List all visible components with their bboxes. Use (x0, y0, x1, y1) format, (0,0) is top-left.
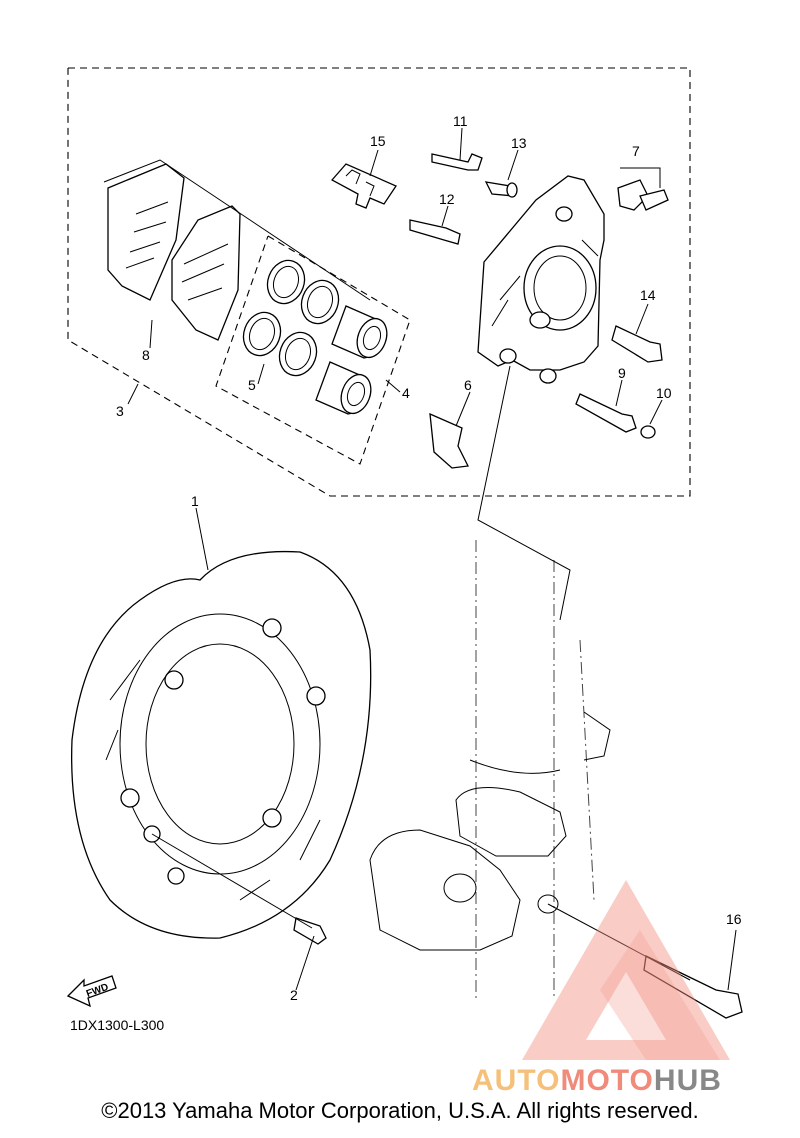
callouts: 1 2 3 4 5 6 7 8 9 10 11 12 13 14 15 16 (116, 113, 742, 1003)
fwd-arrow-icon: FWD (66, 975, 117, 1008)
pad-pin (431, 153, 483, 171)
front-fork (369, 540, 611, 1000)
svg-text:AUTOMOTOHUB: AUTOMOTOHUB (472, 1064, 722, 1097)
piston-seals (242, 259, 340, 377)
callout-16: 16 (726, 911, 742, 927)
automotohub-watermark-text: AUTOMOTOHUB (472, 1064, 722, 1097)
pistons (315, 305, 388, 415)
seal-kit-boundary (215, 235, 411, 465)
callout-4: 4 (402, 385, 410, 401)
caliper-assembly-boundary (67, 67, 691, 497)
brake-pad-kit (103, 159, 371, 341)
brake-hose-fitting-7 (617, 179, 669, 211)
clip-6 (429, 412, 469, 469)
pad-spring (330, 163, 397, 209)
pad-pin-plug (484, 181, 518, 198)
callout-7: 7 (632, 143, 640, 159)
watermark-auto: AUTO (472, 1064, 560, 1097)
callout-6: 6 (464, 377, 472, 393)
callout-8: 8 (142, 347, 150, 363)
bolt-9 (575, 393, 637, 433)
copyright-notice: ©2013 Yamaha Motor Corporation, U.S.A. A… (101, 1098, 699, 1123)
bleed-screw (409, 219, 461, 245)
callout-9: 9 (618, 365, 626, 381)
callout-13: 13 (511, 135, 527, 151)
callout-11: 11 (453, 113, 468, 129)
callout-2: 2 (290, 987, 298, 1003)
callout-1: 1 (191, 493, 199, 509)
callout-12: 12 (439, 191, 455, 207)
callout-10: 10 (656, 385, 672, 401)
brake-disc (71, 550, 372, 939)
callout-14: 14 (640, 287, 656, 303)
callout-3: 3 (116, 403, 124, 419)
leader-lines (127, 127, 737, 991)
cap-10 (640, 425, 656, 439)
watermark-moto: MOTO (560, 1064, 653, 1097)
caliper-body (477, 175, 605, 384)
automotohub-watermark-logo (522, 880, 730, 1060)
callout-15: 15 (370, 133, 386, 149)
bolt-14 (611, 325, 663, 363)
axle-bolt (547, 903, 743, 1019)
drawing-code: 1DX1300-L300 (70, 1017, 164, 1033)
watermark-hub: HUB (654, 1064, 722, 1097)
callout-5: 5 (248, 377, 256, 393)
disc-bolt (151, 833, 327, 945)
